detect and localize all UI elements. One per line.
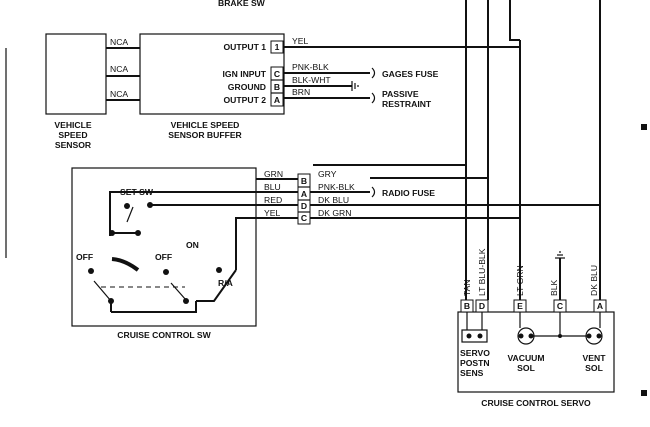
ground-label: GROUND: [228, 82, 266, 92]
set-sw-contact-1: [124, 203, 130, 209]
edge-mark-2: [641, 390, 647, 396]
svg-text:SOL: SOL: [517, 363, 535, 373]
buffer-pin-1-label: 1: [275, 42, 280, 52]
vehicle-speed-sensor-box: [45, 33, 107, 115]
top-riser: [509, 0, 520, 41]
wire-tan-label: TAN: [462, 279, 472, 296]
nca-label-2: NCA: [110, 64, 128, 74]
svg-text:VENT: VENT: [583, 353, 607, 363]
inner-wire-blu: BLU: [264, 182, 281, 192]
wire-dk-blu-label: DK BLU: [589, 265, 599, 296]
sensor-buffer-box: [139, 33, 285, 115]
rocker-arc: [111, 257, 140, 272]
svg-text:B: B: [464, 301, 470, 311]
pnk-blk-label: PNK-BLK: [292, 62, 329, 72]
radio-fuse-label: RADIO FUSE: [382, 188, 435, 198]
cruise-control-sw-box: [71, 167, 257, 327]
cruise-servo-box: [457, 311, 615, 393]
yel-wire-label: YEL: [292, 36, 308, 46]
gages-fuse-label: GAGES FUSE: [382, 69, 439, 79]
outer-wire-dk-blu: DK BLU: [318, 195, 349, 205]
ground-icon: [351, 81, 359, 91]
svg-text:A: A: [597, 301, 603, 311]
cruise-pin-b: B: [301, 176, 307, 186]
servo-position-sensor-icon: [461, 329, 488, 343]
brn-label: BRN: [292, 87, 310, 97]
ra-label: R/A: [218, 278, 233, 288]
svg-text:D: D: [479, 301, 485, 311]
ign-input-label: IGN INPUT: [223, 69, 267, 79]
set-sw-label: SET SW: [120, 187, 154, 197]
passive-restraint-label-2: RESTRAINT: [382, 99, 432, 109]
outer-wire-gry: GRY: [318, 169, 337, 179]
yel-wire-inner: [235, 217, 298, 270]
passive-restraint-label-1: PASSIVE: [382, 89, 419, 99]
inner-wire-yel: YEL: [264, 208, 280, 218]
buffer-pin-a: A: [274, 95, 280, 105]
outer-wire-dk-grn: DK GRN: [318, 208, 351, 218]
gry-wire-top: [313, 0, 467, 166]
on-label: ON: [186, 240, 199, 250]
vss-title-1: VEHICLE: [54, 120, 92, 130]
passive-restraint-bracket-icon: [371, 92, 376, 104]
wire-blk-label: BLK: [549, 279, 559, 296]
cruise-pin-d: D: [301, 201, 307, 211]
outer-wire-pnk-blk: PNK-BLK: [318, 182, 355, 192]
inner-wire-red: RED: [264, 195, 282, 205]
cruise-sw-title: CRUISE CONTROL SW: [117, 330, 211, 340]
gages-fuse-bracket-icon: [371, 67, 376, 79]
wire-lt-grn-label: LT GRN: [515, 265, 525, 296]
brake-sw-label: BRAKE SW: [218, 0, 266, 8]
output2-label: OUTPUT 2: [224, 95, 267, 105]
svg-text:SENS: SENS: [460, 368, 484, 378]
buffer-title-1: VEHICLE SPEED: [171, 120, 240, 130]
blu-wire: [109, 191, 298, 236]
buffer-pin-b: B: [274, 82, 280, 92]
nca-label-1: NCA: [110, 37, 128, 47]
servo-ground-icon: [555, 251, 565, 259]
set-sw-lever: [126, 206, 134, 223]
wire-lt-blu-blk-label: LT BLU-BLK: [477, 248, 487, 296]
vss-title-2: SPEED: [58, 130, 87, 140]
set-sw-contact-2: [147, 202, 153, 208]
svg-text:SERVO: SERVO: [460, 348, 490, 358]
cruise-pin-a: A: [301, 189, 307, 199]
inner-wire-grn: GRN: [264, 169, 283, 179]
radio-fuse-bracket-icon: [371, 186, 376, 198]
svg-text:C: C: [557, 301, 563, 311]
svg-text:VACUUM: VACUUM: [507, 353, 544, 363]
buffer-title-2: SENSOR BUFFER: [168, 130, 242, 140]
cruise-pin-c: C: [301, 213, 307, 223]
vent-sol-icon: [585, 327, 603, 345]
svg-text:POSTN: POSTN: [460, 358, 490, 368]
off-right-label: OFF: [155, 252, 172, 262]
vss-title-3: SENSOR: [55, 140, 92, 150]
svg-text:SOL: SOL: [585, 363, 603, 373]
blk-wht-label: BLK-WHT: [292, 75, 331, 85]
edge-mark-1: [641, 124, 647, 130]
output1-label: OUTPUT 1: [224, 42, 267, 52]
off-left-label: OFF: [76, 252, 93, 262]
svg-text:E: E: [517, 301, 523, 311]
buffer-pin-c: C: [274, 69, 280, 79]
nca-label-3: NCA: [110, 89, 128, 99]
servo-title: CRUISE CONTROL SERVO: [481, 398, 591, 408]
